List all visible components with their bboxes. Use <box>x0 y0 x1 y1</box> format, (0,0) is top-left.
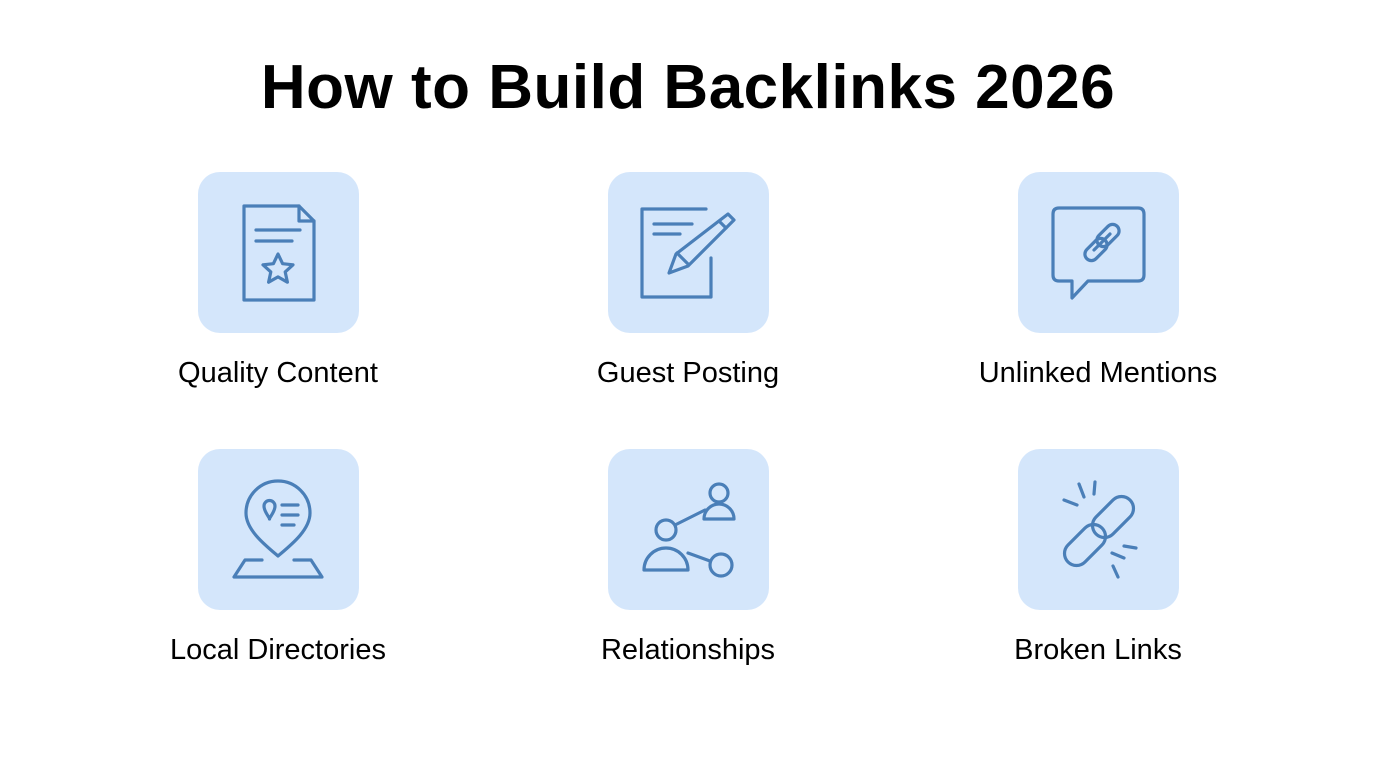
chat-link-icon <box>1050 206 1146 300</box>
item-unlinked-mentions: Unlinked Mentions <box>948 172 1248 391</box>
item-label: Relationships <box>600 634 776 666</box>
icon-tile <box>607 449 769 610</box>
people-network-icon <box>641 482 736 578</box>
map-pin-list-icon <box>231 479 324 579</box>
page-title: How to Build Backlinks 2026 <box>260 53 1116 122</box>
icon-tile <box>197 172 359 333</box>
item-label: Guest Posting <box>596 357 780 389</box>
icon-tile <box>197 449 359 610</box>
item-relationships: Relationships <box>538 449 838 668</box>
item-label: Quality Content <box>178 357 378 389</box>
item-local-directories: Local Directories <box>128 449 428 668</box>
pencil-note-icon <box>639 207 736 299</box>
document-star-icon <box>241 204 316 302</box>
item-quality-content: Quality Content <box>128 172 428 391</box>
icon-tile <box>1017 172 1179 333</box>
item-guest-posting: Guest Posting <box>538 172 838 391</box>
item-label: Broken Links <box>1014 634 1182 666</box>
icon-tile <box>1017 449 1179 610</box>
item-label: Unlinked Mentions <box>978 357 1218 389</box>
item-label: Local Directories <box>170 634 386 666</box>
icon-tile <box>607 172 769 333</box>
item-broken-links: Broken Links <box>948 449 1248 668</box>
broken-link-icon <box>1061 480 1138 579</box>
